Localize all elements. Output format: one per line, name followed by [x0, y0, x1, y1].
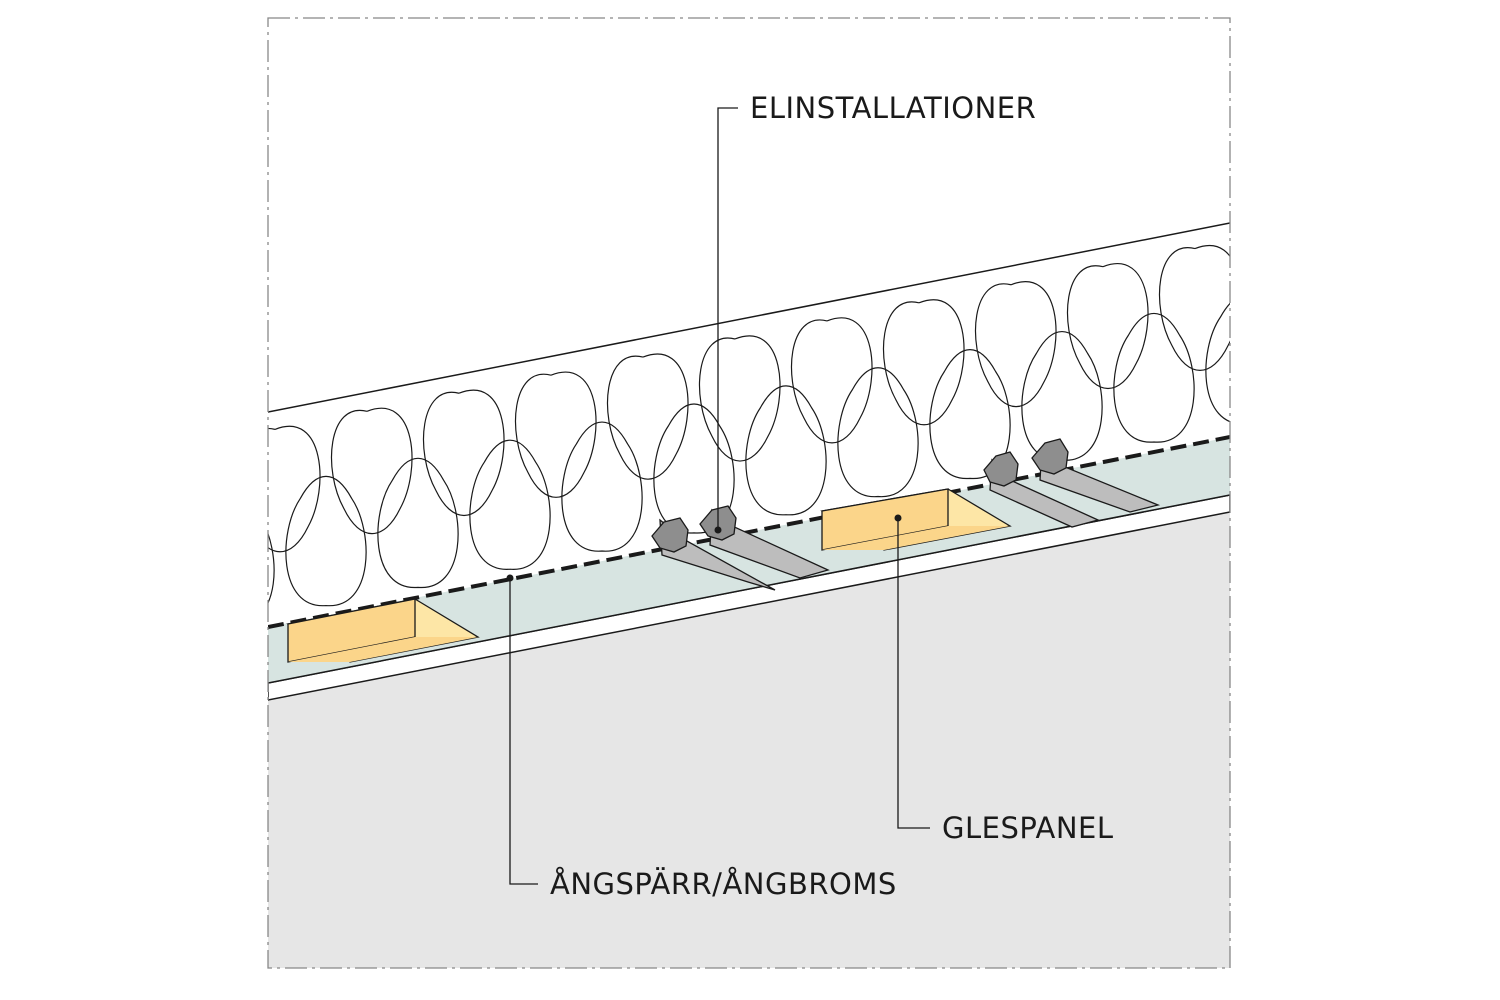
- vapour-layer-band: [268, 437, 1230, 683]
- insulation-lobe: [974, 281, 1057, 408]
- insulation-lobe: [1021, 330, 1103, 461]
- insulation-lobe: [1066, 263, 1149, 390]
- insulation-lobe: [653, 403, 735, 534]
- conduit-end: [1031, 438, 1069, 475]
- insulation-lobe: [377, 457, 459, 588]
- leader-glespanel: [894, 514, 930, 829]
- label-angsparr: ÅNGSPÄRR/ÅNGBROMS: [550, 867, 897, 901]
- insulation-lobe: [1158, 245, 1230, 371]
- insulation-batts: [147, 227, 1378, 607]
- insulation-lobe: [1113, 312, 1195, 443]
- conduit-end: [651, 517, 689, 553]
- insulation-lobe: [422, 389, 505, 517]
- insulation-lobe: [929, 349, 1011, 479]
- ceiling-board: [268, 512, 1230, 968]
- insulation-lobe: [514, 371, 597, 498]
- batten-left: [286, 598, 480, 663]
- label-glespanel: GLESPANEL: [942, 811, 1114, 845]
- insulation-lobe: [837, 367, 919, 498]
- batten-right: [820, 488, 1012, 551]
- insulation-top-edge: [268, 222, 1230, 413]
- leader-angsparr: [506, 574, 538, 885]
- detail-frame: [267, 17, 1231, 969]
- insulation-lobe: [606, 353, 689, 480]
- label-elinstallationer: ELINSTALLATIONER: [750, 91, 1036, 125]
- insulation-lobe: [268, 426, 321, 553]
- insulation-lobe: [1298, 277, 1378, 406]
- insulation-lobe: [561, 421, 643, 552]
- conduit-group-left: [651, 505, 830, 591]
- insulation-lobe: [469, 439, 551, 570]
- insulation-lobe: [330, 407, 413, 535]
- insulation-lobe: [698, 335, 781, 462]
- conduit-group-right: [983, 438, 1161, 528]
- insulation-lobe: [1251, 227, 1331, 352]
- insulation-lobe: [745, 385, 827, 516]
- insulation-lobe: [285, 475, 367, 607]
- insulation-lobe: [882, 299, 965, 426]
- insulation-lobe: [790, 317, 873, 444]
- insulation-lobe: [147, 444, 227, 569]
- insulation-lobe: [1205, 302, 1230, 422]
- insulation-lobe: [268, 532, 275, 604]
- conduit-end: [983, 451, 1019, 487]
- leader-elinstallationer: [714, 107, 738, 534]
